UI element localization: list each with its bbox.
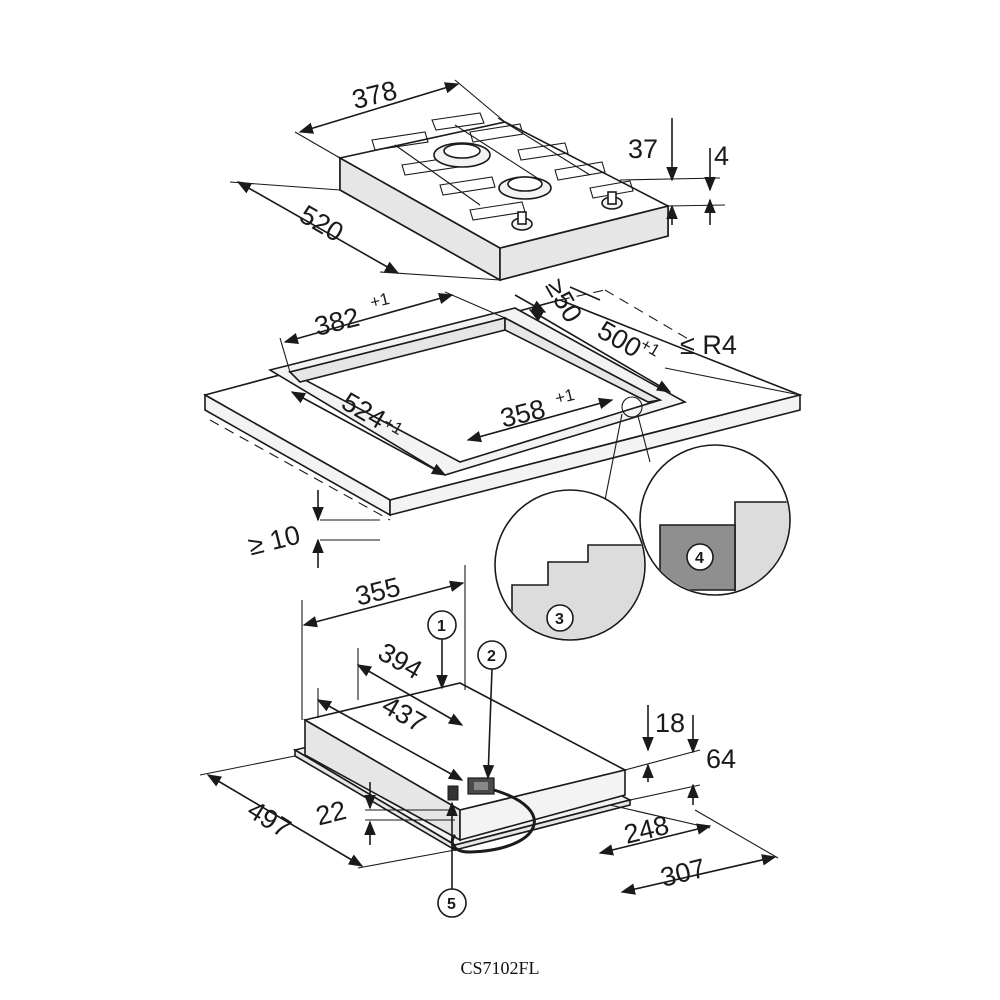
cutout-width-label: 382	[311, 302, 362, 342]
model-number: CS7102FL	[460, 958, 540, 978]
min-thickness-label: ≥ 10	[245, 520, 303, 562]
callout-4: 4	[695, 550, 704, 567]
dim-355-label: 355	[352, 572, 403, 612]
cutout-width-tol: +1	[368, 289, 391, 312]
callout-5: 5	[447, 896, 456, 913]
hob-width-label: 378	[349, 75, 400, 115]
dim-248-label: 248	[621, 810, 672, 850]
hob-glass-label: 4	[714, 141, 729, 171]
detail-marker	[621, 396, 643, 418]
callout-2: 2	[487, 648, 496, 665]
dim-307-label: 307	[658, 853, 709, 893]
dim-64-label: 64	[706, 744, 736, 774]
hob-height-label: 37	[628, 134, 658, 164]
callout-3: 3	[555, 611, 564, 628]
callout-1: 1	[437, 618, 446, 635]
callout-markers: 1 2 5	[427, 610, 507, 918]
hob-drawing	[337, 112, 671, 282]
dim-497-label: 497	[242, 795, 296, 844]
corner-radius-label: ≤ R4	[680, 330, 737, 360]
detail-4: 4	[639, 444, 791, 596]
detail-3: 3	[494, 489, 646, 641]
rebate-width-tol: +1	[553, 385, 576, 408]
dim-22-label: 22	[313, 795, 349, 831]
dim-18-label: 18	[655, 708, 685, 738]
underside-drawing	[292, 682, 633, 854]
